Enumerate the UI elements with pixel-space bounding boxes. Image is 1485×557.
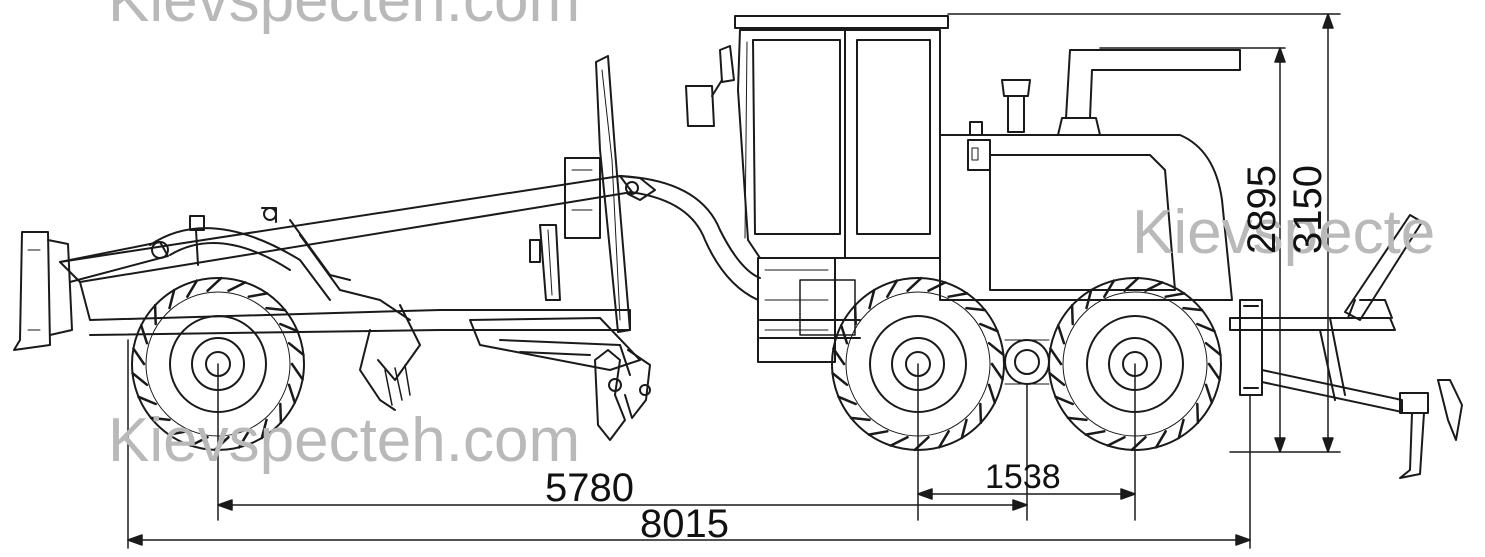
dimension-cab-height-label: 2895	[1240, 165, 1284, 254]
lift-mast	[189, 55, 631, 333]
tread-lug	[189, 435, 209, 447]
tread-lug	[1070, 304, 1074, 326]
tread-lug	[1164, 292, 1186, 298]
tread-lug	[987, 341, 1005, 357]
tread-lug	[1130, 435, 1147, 452]
tread-lug	[906, 276, 923, 293]
tread-lug	[131, 371, 149, 387]
tread-lug	[265, 306, 287, 312]
tread-lug	[279, 322, 299, 333]
tread-lug	[1106, 435, 1126, 447]
tread-lug	[849, 416, 871, 422]
tread-lug	[927, 281, 947, 293]
tread-lug	[965, 306, 987, 312]
tread-lug	[167, 430, 189, 436]
tread-lug	[990, 362, 1004, 381]
tread-lug	[132, 347, 146, 366]
tread-lug	[853, 304, 857, 326]
tread-lug	[290, 362, 304, 381]
tread-lug	[287, 383, 297, 404]
main-frame	[59, 175, 861, 411]
tread-lug	[1048, 371, 1066, 387]
tread-lug	[237, 430, 250, 449]
tread-lug	[1144, 281, 1164, 293]
dimension-overall-height-label: 3150	[1286, 165, 1330, 254]
tread-lug	[1056, 324, 1066, 345]
rear-ripper	[1229, 214, 1463, 479]
tread-lug	[913, 435, 930, 452]
tread-lug	[960, 418, 968, 440]
tread-lug	[139, 324, 149, 345]
cab	[685, 15, 949, 363]
tread-lug	[1049, 347, 1063, 366]
tread-lug	[1123, 276, 1140, 293]
dimension-tandem-label: 1538	[985, 458, 1061, 496]
dimension-wheelbase-label: 5780	[545, 466, 634, 510]
tread-lug	[206, 276, 223, 293]
engine-hood	[939, 49, 1241, 301]
tread-lug	[886, 279, 899, 298]
tread-lug	[1084, 430, 1106, 436]
blade	[469, 317, 651, 441]
tread-lug	[979, 402, 983, 424]
tread-lug	[831, 371, 849, 387]
tread-lug	[937, 430, 950, 449]
tread-lug	[1154, 430, 1167, 449]
tread-lug	[1085, 288, 1093, 310]
tread-lug	[227, 281, 247, 293]
tread-lug	[832, 347, 846, 366]
tread-lug	[1196, 402, 1200, 424]
tread-lug	[889, 435, 909, 447]
tread-lug	[153, 304, 157, 326]
tread-lug	[137, 395, 157, 406]
tread-lug	[260, 418, 268, 440]
tread-lug	[213, 435, 230, 452]
tread-lug	[1066, 416, 1088, 422]
tread-lug	[1103, 279, 1116, 298]
tread-lug	[867, 430, 889, 436]
tread-lug	[149, 416, 171, 422]
tread-lug	[837, 395, 857, 406]
tread-lug	[947, 292, 969, 298]
tread-lug	[868, 288, 876, 310]
tread-lug	[1196, 322, 1216, 333]
tread-lug	[1182, 306, 1204, 312]
tread-lug	[1177, 418, 1185, 440]
tread-lug	[279, 402, 283, 424]
tread-lug	[186, 279, 199, 298]
tread-lug	[1207, 362, 1221, 381]
dimension-overall-length-label: 8015	[640, 502, 729, 546]
front-dozer-blade	[13, 231, 169, 351]
tread-lug	[1054, 395, 1074, 406]
tread-lug	[979, 322, 999, 333]
tread-lug	[839, 324, 849, 345]
dimension-lines	[127, 13, 1341, 549]
tread-lug	[1204, 341, 1222, 357]
tread-lug	[987, 383, 997, 404]
tread-lug	[287, 341, 305, 357]
tread-lug	[168, 288, 176, 310]
tread-lug	[247, 292, 269, 298]
tread-lug	[1204, 383, 1214, 404]
tandem-hub	[1004, 339, 1050, 385]
